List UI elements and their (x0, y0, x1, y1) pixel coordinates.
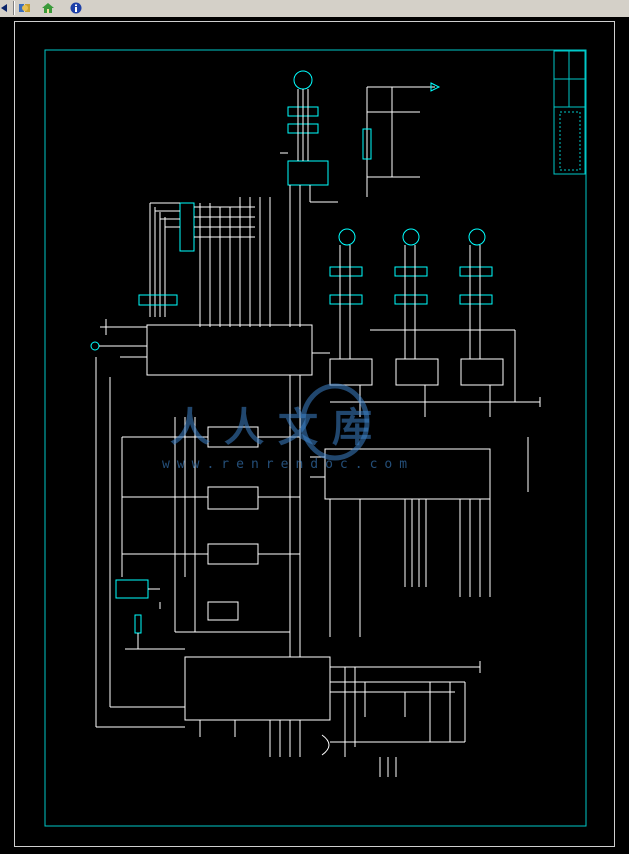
back-button[interactable] (0, 1, 12, 15)
library-icon (19, 4, 30, 12)
home-icon (42, 3, 54, 13)
left-connector (138, 197, 271, 327)
back-icon (1, 4, 7, 12)
drawing-border (14, 21, 615, 847)
top-led-module (280, 70, 338, 327)
sheet-border (44, 49, 587, 827)
watermark-url: www.renrendoc.com (162, 457, 415, 472)
home-button[interactable] (40, 1, 56, 15)
toolbar-separator (13, 1, 15, 15)
bottom-ic (184, 656, 481, 777)
title-block (553, 50, 586, 175)
watermark-logo-icon (300, 383, 370, 461)
info-button[interactable] (68, 1, 84, 15)
left-small-ic (95, 357, 185, 728)
led-drivers (329, 228, 541, 417)
info-icon (70, 2, 82, 14)
library-button[interactable] (17, 1, 33, 15)
mcu-block (90, 319, 330, 376)
circuit-schematic (44, 49, 587, 827)
driver-chips (121, 375, 301, 657)
decoder-block (310, 437, 529, 637)
viewer-toolbar (0, 0, 629, 18)
watermark-brand: 人人文库 (170, 404, 386, 451)
watermark: 人人文库 www.renrendoc.com (160, 377, 460, 477)
top-right-network (362, 82, 441, 197)
drawing-viewer[interactable]: 人人文库 www.renrendoc.com (0, 17, 629, 854)
